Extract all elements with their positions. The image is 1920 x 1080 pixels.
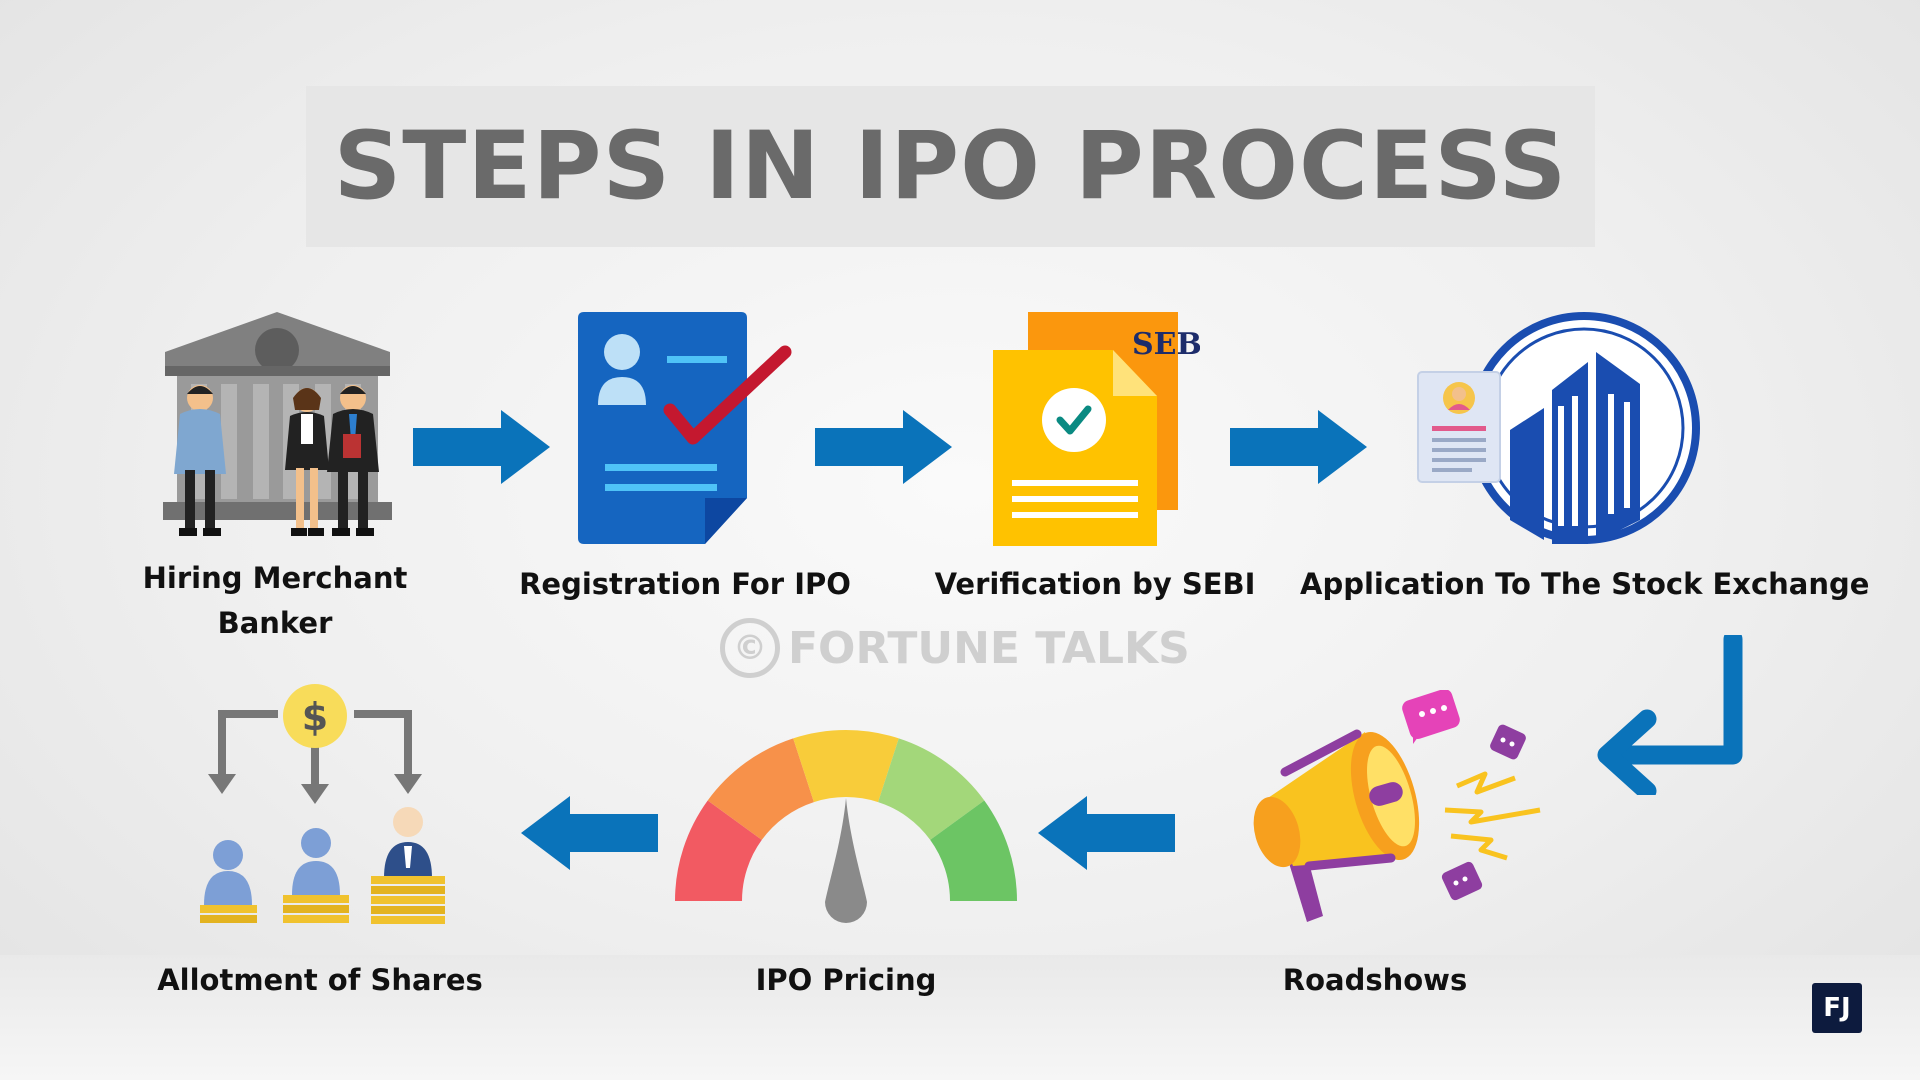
- bank-building-icon: [163, 312, 392, 536]
- flow-arrow-right-3: [1230, 410, 1367, 484]
- flow-arrow-return: [1597, 635, 1743, 795]
- title-banner: STEPS IN IPO PROCESS: [306, 86, 1595, 247]
- step-label-hiring-merchant-banker: Hiring Merchant Banker: [142, 561, 408, 640]
- registration-document-icon: [578, 312, 792, 544]
- flow-arrow-left-1: [1038, 796, 1175, 870]
- step-label-registration: Registration For IPO: [519, 567, 851, 601]
- brand-logo: FJ: [1812, 983, 1862, 1033]
- page-title: STEPS IN IPO PROCESS: [333, 112, 1568, 221]
- sebi-logo: SEBI: [1132, 327, 1200, 362]
- floor-background: [0, 955, 1920, 1080]
- sebi-verified-documents-icon: SEBI: [993, 312, 1200, 546]
- pricing-gauge-icon: [675, 730, 1017, 923]
- flow-arrow-right-2: [815, 410, 952, 484]
- watermark-text: FORTUNE TALKS: [788, 622, 1190, 674]
- flow-arrow-right-1: [413, 410, 550, 484]
- megaphone-icon: [1253, 690, 1541, 922]
- step-label-ipo-pricing: IPO Pricing: [755, 963, 937, 997]
- copyright-icon: ©: [720, 618, 780, 678]
- step-label-roadshows: Roadshows: [1282, 963, 1468, 997]
- dollar-symbol: $: [302, 695, 328, 739]
- step-label-application-stock-exchange: Application To The Stock Exchange: [1300, 567, 1870, 601]
- flow-arrow-left-2: [521, 796, 658, 870]
- step-label-allotment: Allotment of Shares: [157, 963, 483, 997]
- step-label-verification: Verification by SEBI: [934, 567, 1256, 601]
- watermark: © FORTUNE TALKS: [720, 618, 1190, 678]
- stock-exchange-icon: [1417, 312, 1700, 544]
- share-allotment-icon: $: [200, 684, 445, 924]
